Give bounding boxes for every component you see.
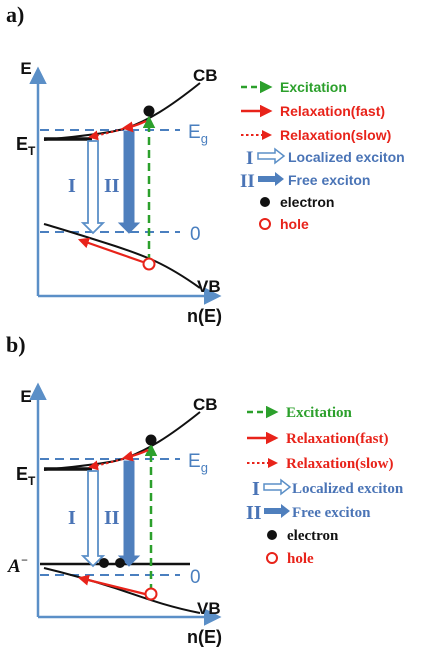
panel-b-label: b) — [6, 332, 26, 357]
legend-a-free-text: Free exciton — [288, 172, 370, 188]
panel-b-valence-band-curve — [43, 567, 201, 614]
panel-a-eg-label: Eg — [188, 122, 208, 146]
panel-a-zero-label: 0 — [190, 224, 201, 245]
panel-a-localized-exciton-arrow — [80, 140, 106, 235]
legend-b-free-arrow — [264, 504, 290, 518]
panel-b-localized-exciton-arrow — [80, 470, 106, 568]
panel-a-e-axis-label: E — [20, 59, 31, 78]
panel-a-relaxation-slow — [88, 128, 124, 141]
panel-b-legend: Excitation Relaxation(fast) Relaxation(s… — [246, 405, 404, 567]
panel-a-et-label: ET — [16, 134, 36, 158]
legend-a-hole-text: hole — [280, 216, 309, 232]
panel-a-relaxation-fast-cb — [121, 120, 147, 133]
legend-a-localized-arrow — [257, 147, 286, 165]
panel-b-free-exciton-arrow — [117, 460, 141, 567]
panel-a: a) E n(E) Eg 0 CB VB ET I II — [6, 2, 222, 326]
panel-a-label: a) — [6, 2, 24, 27]
panel-b-relaxation-fast-vb — [77, 574, 146, 596]
panel-a-valence-band-curve — [43, 223, 201, 289]
legend-a-localized-text: Localized exciton — [288, 149, 405, 165]
legend-a-relaxation-slow-text: Relaxation(slow) — [280, 127, 391, 143]
panel-b-et-label: ET — [16, 464, 36, 488]
panel-b-bound-electron-2 — [115, 558, 125, 568]
legend-a-electron-text: electron — [280, 194, 334, 210]
panel-b-relaxation-fast-cb — [121, 449, 149, 462]
panel-b: b) E n(E) Eg 0 A− CB VB ET I II — [6, 332, 222, 647]
legend-a-free-arrow — [258, 172, 284, 186]
panel-b-transition-I-label: I — [68, 507, 76, 529]
legend-b-free-text: Free exciton — [292, 505, 371, 521]
legend-a-free-symbol: II — [240, 171, 255, 192]
legend-b-localized-text: Localized exciton — [292, 481, 404, 497]
legend-b-hole-text: hole — [287, 551, 314, 567]
panel-b-eg-label: Eg — [188, 451, 208, 475]
panel-a-vb-label: VB — [197, 277, 221, 296]
panel-b-transition-II-label: II — [104, 507, 120, 529]
panel-a-ne-axis-label: n(E) — [187, 306, 222, 326]
panel-a-transition-II-label: II — [104, 175, 120, 197]
panel-b-electron — [145, 434, 157, 446]
panel-b-bound-electron-1 — [99, 558, 109, 568]
panel-a-free-exciton-arrow — [117, 130, 141, 234]
panel-a-electron — [143, 105, 155, 117]
legend-a-electron-dot — [260, 197, 270, 207]
panel-a-transition-I-label: I — [68, 175, 76, 197]
panel-a-conduction-band-curve — [43, 82, 201, 141]
panel-b-vb-label: VB — [197, 599, 221, 618]
legend-b-excitation-text: Excitation — [286, 405, 352, 421]
legend-b-electron-text: electron — [287, 528, 339, 544]
legend-b-hole-dot — [266, 552, 278, 564]
legend-b-relaxation-slow-text: Relaxation(slow) — [286, 456, 394, 472]
legend-a-relaxation-fast-text: Relaxation(fast) — [280, 103, 385, 119]
panel-b-e-axis-label: E — [20, 387, 31, 406]
panel-b-zero-label: 0 — [190, 567, 201, 588]
panel-a-legend: Excitation Relaxation(fast) Relaxation(s… — [240, 79, 405, 232]
panel-b-ne-axis-label: n(E) — [187, 627, 222, 647]
legend-a-hole-dot — [259, 218, 271, 230]
panel-a-relaxation-fast-vb — [77, 237, 144, 264]
legend-a-excitation-text: Excitation — [280, 79, 347, 95]
legend-a-localized-symbol: I — [246, 148, 253, 169]
panel-b-relaxation-slow — [88, 458, 124, 471]
panel-b-acceptor-label: A− — [7, 553, 28, 577]
panel-a-cb-label: CB — [193, 66, 218, 85]
legend-b-free-symbol: II — [246, 502, 262, 524]
panel-a-hole — [142, 257, 156, 271]
legend-b-electron-dot — [267, 530, 277, 540]
panel-b-cb-label: CB — [193, 395, 218, 414]
legend-b-localized-symbol: I — [252, 478, 260, 500]
panel-b-conduction-band-curve — [43, 411, 201, 471]
panel-b-hole — [144, 587, 158, 601]
legend-b-localized-arrow — [263, 478, 292, 496]
legend-b-relaxation-fast-text: Relaxation(fast) — [286, 431, 388, 447]
